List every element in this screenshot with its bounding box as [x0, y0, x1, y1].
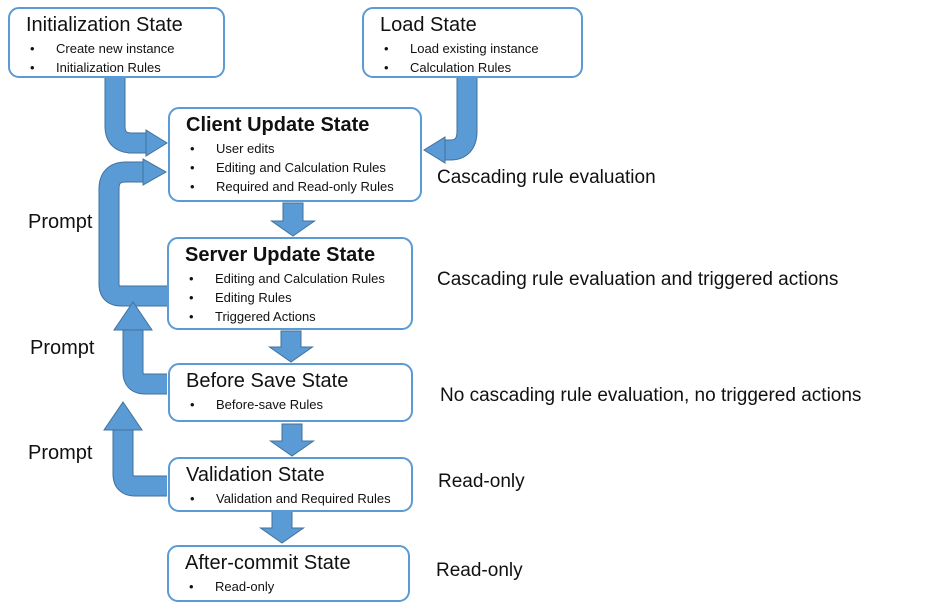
box-bullet: Required and Read-only Rules	[170, 177, 420, 196]
annotation-validation: Read-only	[438, 471, 525, 492]
annotation-after-commit: Read-only	[436, 560, 523, 581]
box-title: Validation State	[186, 464, 325, 486]
arrow-beforesave-to-validation	[268, 423, 316, 457]
arrow-server-to-beforesave	[267, 330, 315, 363]
box-title: After-commit State	[185, 552, 351, 574]
box-bullet: Initialization Rules	[10, 58, 223, 77]
prompt-label-2: Prompt	[30, 337, 95, 359]
prompt-loop-server-to-client	[98, 158, 168, 307]
arrow-client-to-server	[269, 202, 317, 237]
box-bullet: Read-only	[169, 577, 408, 596]
annotation-server-update: Cascading rule evaluation and triggered …	[437, 269, 839, 290]
box-bullet: Editing Rules	[169, 288, 411, 307]
prompt-loop-beforesave-to-server	[113, 301, 167, 395]
state-box-initialization: Initialization State Create new instance…	[8, 7, 225, 78]
state-box-client-update: Client Update State User edits Editing a…	[168, 107, 422, 202]
box-bullet: Triggered Actions	[169, 307, 411, 326]
prompt-loop-validation-to-beforesave	[103, 401, 167, 497]
state-box-after-commit: After-commit State Read-only	[167, 545, 410, 602]
box-bullet: Load existing instance	[364, 39, 581, 58]
arrow-validation-to-aftercommit	[258, 509, 306, 544]
state-box-validation: Validation State Validation and Required…	[168, 457, 413, 512]
prompt-label-1: Prompt	[28, 211, 93, 233]
state-box-load: Load State Load existing instance Calcul…	[362, 7, 583, 78]
state-box-before-save: Before Save State Before-save Rules	[168, 363, 413, 422]
arrow-init-to-client	[104, 78, 168, 157]
box-bullet: Editing and Calculation Rules	[170, 158, 420, 177]
box-title: Load State	[380, 14, 477, 36]
annotation-client-update: Cascading rule evaluation	[437, 167, 656, 188]
arrow-load-to-client	[423, 78, 478, 164]
box-bullet: User edits	[170, 139, 420, 158]
prompt-label-3: Prompt	[28, 442, 93, 464]
box-bullet: Before-save Rules	[170, 395, 411, 414]
box-bullet: Create new instance	[10, 39, 223, 58]
box-bullet: Editing and Calculation Rules	[169, 269, 411, 288]
box-title: Initialization State	[26, 14, 183, 36]
box-bullet: Validation and Required Rules	[170, 489, 411, 508]
state-box-server-update: Server Update State Editing and Calculat…	[167, 237, 413, 330]
box-title: Server Update State	[185, 244, 376, 266]
box-title: Client Update State	[186, 114, 370, 136]
annotation-before-save: No cascading rule evaluation, no trigger…	[440, 385, 862, 406]
box-bullet: Calculation Rules	[364, 58, 581, 77]
box-title: Before Save State	[186, 370, 349, 392]
